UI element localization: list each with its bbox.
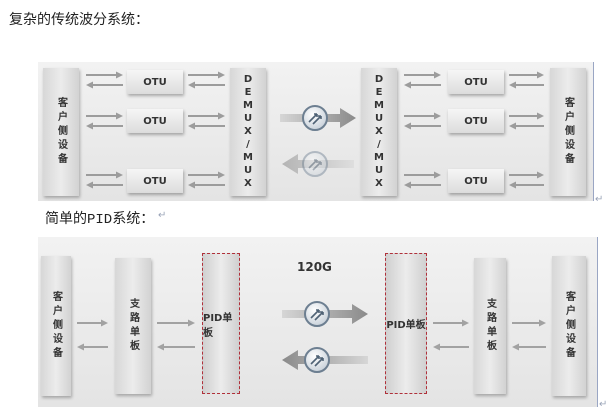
arrow-pair-tributary-pid-left	[157, 319, 195, 351]
demux-mux-left-label: DEMUX/MUX	[242, 73, 254, 191]
arrow-pair-demux-otu-right-1	[404, 71, 441, 89]
pid-client-left: 客户侧设备	[41, 256, 71, 396]
otu-left-3: OTU	[127, 169, 183, 193]
arrow-pair-otu-client-right-2	[509, 112, 544, 130]
wavelength-icon	[304, 301, 330, 327]
arrow-pair-left-client-otu-1	[86, 71, 123, 89]
paragraph-mark: ↵	[599, 399, 608, 410]
pid-client-right: 客户侧设备	[552, 256, 586, 396]
arrow-pair-pid-tributary-right	[433, 319, 469, 351]
otu-label: OTU	[464, 76, 488, 88]
otu-label: OTU	[143, 175, 167, 187]
demux-mux-right: DEMUX/MUX	[361, 68, 397, 196]
tributary-board-left-label: 支路单板	[127, 298, 139, 354]
arrow-pair-tributary-client-right	[512, 319, 546, 351]
arrow-pair-otu-demux-left-2	[188, 112, 225, 130]
wdm-client-right-label: 客户侧设备	[562, 97, 574, 167]
otu-label: OTU	[464, 175, 488, 187]
wdm-client-right: 客户侧设备	[550, 68, 586, 196]
otu-left-1: OTU	[127, 70, 183, 94]
arrow-pair-demux-otu-right-2	[404, 112, 441, 130]
arrow-pair-pid-client-tributary-left	[77, 319, 108, 351]
tributary-board-left: 支路单板	[115, 258, 151, 394]
pid-board-left: PID单板	[202, 253, 240, 394]
otu-right-1: OTU	[448, 70, 504, 94]
tributary-board-right: 支路单板	[474, 258, 506, 394]
arrow-pair-otu-demux-left-1	[188, 71, 225, 89]
demux-mux-right-label: DEMUX/MUX	[373, 73, 385, 191]
otu-label: OTU	[143, 76, 167, 88]
otu-left-2: OTU	[127, 109, 183, 133]
tributary-board-right-label: 支路单板	[484, 298, 496, 354]
arrow-pair-left-client-otu-3	[86, 171, 123, 189]
pid-board-right-label: PID单板	[386, 320, 426, 331]
otu-right-2: OTU	[448, 109, 504, 133]
demux-mux-left: DEMUX/MUX	[230, 68, 266, 196]
arrow-pair-demux-otu-right-3	[404, 171, 441, 189]
otu-right-3: OTU	[448, 169, 504, 193]
wavelength-icon	[302, 151, 328, 177]
otu-label: OTU	[143, 115, 167, 127]
pid-client-left-label: 客户侧设备	[50, 291, 62, 361]
pid-board-right: PID单板	[385, 253, 427, 394]
arrow-pair-otu-client-right-1	[509, 71, 544, 89]
wavelength-icon	[302, 105, 328, 131]
caption-wdm: 复杂的传统波分系统：	[9, 11, 149, 27]
arrow-pair-otu-client-right-3	[509, 171, 544, 189]
wdm-client-left: 客户侧设备	[43, 68, 79, 196]
wavelength-icon	[304, 347, 330, 373]
pid-client-right-label: 客户侧设备	[563, 291, 575, 361]
wdm-client-left-label: 客户侧设备	[55, 97, 67, 167]
pid-board-left-label: PID单板	[203, 312, 233, 339]
caption-pid: 简单的PID系统：	[45, 212, 155, 228]
capacity-label: 120G	[297, 260, 332, 274]
paragraph-mark: ↵	[158, 210, 167, 221]
arrow-pair-otu-demux-left-3	[188, 171, 225, 189]
otu-label: OTU	[464, 115, 488, 127]
paragraph-mark: ↵	[595, 194, 604, 205]
arrow-pair-left-client-otu-2	[86, 112, 123, 130]
